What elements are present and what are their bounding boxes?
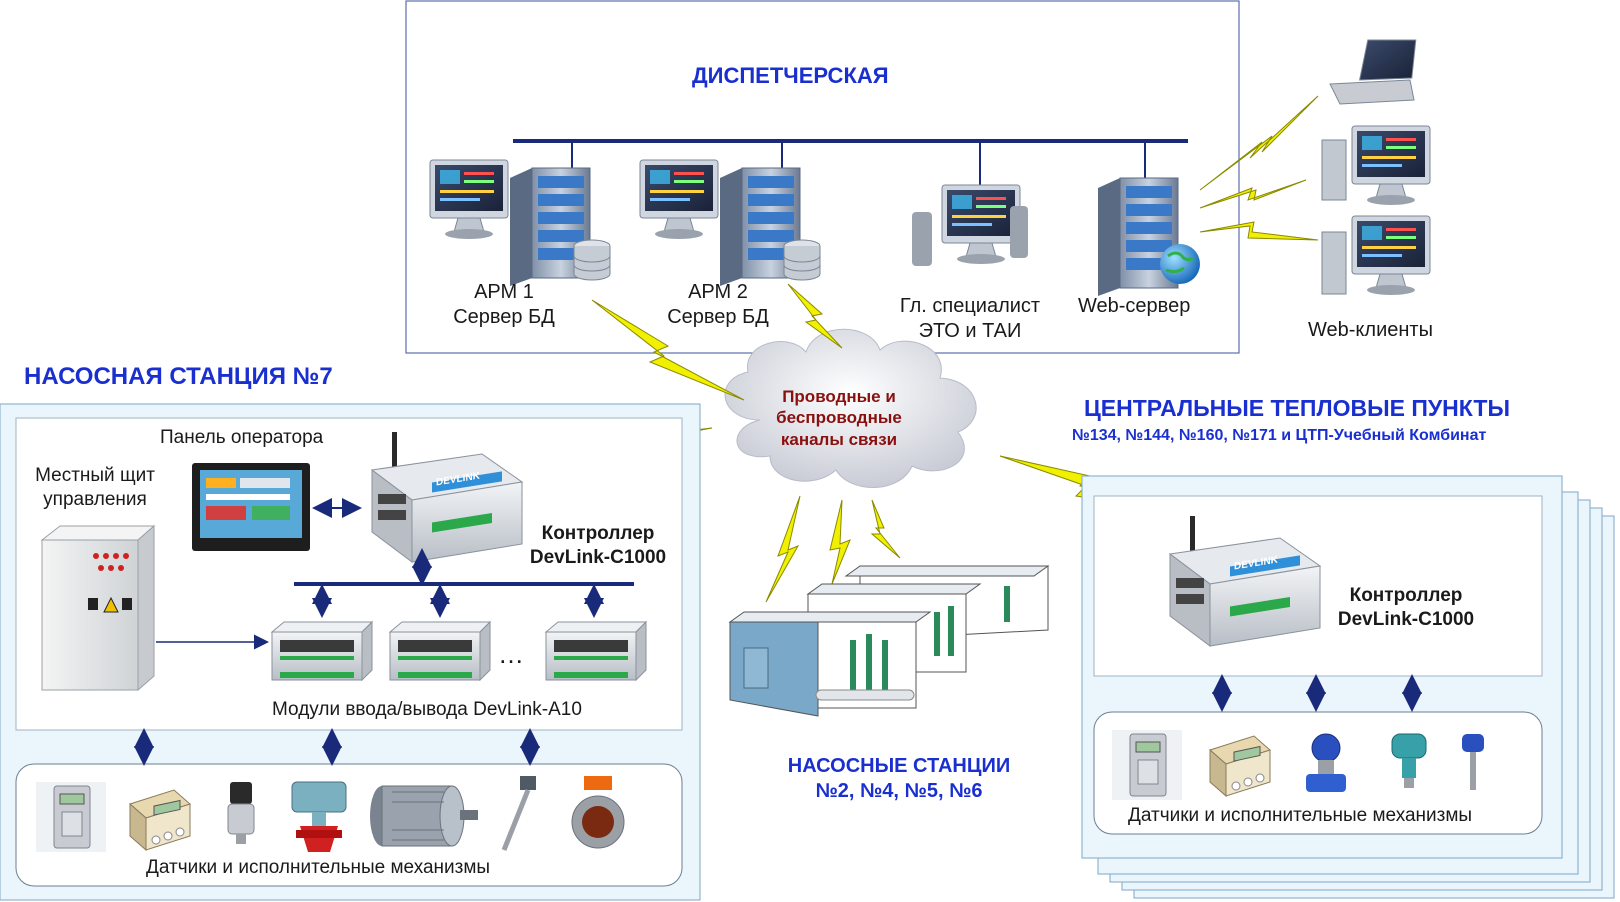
specialist-label-line2: ЭТО и ТАИ (918, 320, 1022, 342)
web-clients-label: Web-клиенты (1308, 319, 1433, 341)
energy-meter-icon (35, 781, 107, 853)
station7-controller-line1: Контроллер (541, 523, 655, 544)
cloud-label-line1: Проводные и (782, 387, 896, 406)
lightning-web-clients (1199, 95, 1319, 241)
electric-motor-icon (370, 785, 478, 847)
web-client-monitor-icon-1 (1321, 125, 1431, 206)
lightning-arm1 (591, 299, 745, 401)
lightning-pump-2 (829, 499, 851, 585)
web-client-monitor-icon-2 (1321, 215, 1431, 296)
arm1-label: АРМ 1 Сервер БД (438, 280, 570, 330)
control-cabinet-icon (40, 524, 156, 692)
web-server-icon (1097, 177, 1200, 297)
operator-panel-label: Панель оператора (160, 427, 324, 448)
station7-controller-label: Контроллер DevLink-C1000 (518, 522, 678, 570)
station7-sensors-panel (15, 763, 683, 887)
specialist-label: Гл. специалист ЭТО и ТАИ (878, 294, 1062, 344)
lightning-arm2 (787, 283, 843, 349)
pump-stations-line2: №2, №4, №5, №6 (815, 780, 983, 802)
io-module-icon-1 (271, 621, 373, 681)
ctp-controller-line1: Контроллер (1349, 585, 1463, 606)
ctp-temperature-sensor-icon (1462, 734, 1484, 790)
local-panel-label: Местный щит управления (20, 464, 170, 512)
lightning-pump-1 (765, 495, 801, 603)
local-panel-label-line2: управления (43, 488, 147, 510)
pressure-sensor-icon (227, 782, 255, 844)
pump-stations-icon (728, 565, 1050, 717)
specialist-workstation-icon (912, 184, 1028, 266)
dispatch-title: ДИСПЕТЧЕРСКАЯ (692, 63, 889, 88)
station7-title: НАСОСНАЯ СТАНЦИЯ №7 (24, 363, 333, 390)
io-modules-ellipsis: … (498, 639, 524, 669)
ctp-flow-meter-icon (1306, 733, 1346, 792)
ctp-controller-label: Контроллер DevLink-C1000 (1326, 584, 1486, 632)
ctp-energy-meter-icon (1111, 729, 1183, 801)
station7-controller-line2: DevLink-C1000 (529, 546, 667, 568)
cloud-label: Проводные и беспроводные каналы связи (752, 386, 926, 450)
io-module-icon-2 (389, 621, 491, 681)
pump-stations-line1: НАСОСНЫЕ СТАНЦИИ (787, 755, 1011, 777)
ctp-title: ЦЕНТРАЛЬНЫЕ ТЕПЛОВЫЕ ПУНКТЫ (1084, 395, 1510, 421)
ctp-controller-line2: DevLink-C1000 (1337, 608, 1475, 630)
cloud-label-line2: беспроводные (776, 408, 902, 428)
valve-actuator-icon (291, 781, 347, 852)
ctp-sensors-label: Датчики и исполнительные механизмы (1128, 805, 1473, 826)
arm2-label-line2: Сервер БД (667, 306, 769, 328)
ctp-subtitle: №134, №144, №160, №171 и ЦТП-Учебный Ком… (1072, 427, 1487, 444)
communication-cloud-icon (724, 328, 977, 488)
arm2-label-line1: АРМ 2 (688, 281, 748, 303)
station7-sensors-label: Датчики и исполнительные механизмы (146, 857, 491, 878)
arm2-label: АРМ 2 Сервер БД (652, 280, 784, 330)
temperature-probe-icon (501, 776, 536, 851)
arm1-label-line1: АРМ 1 (474, 281, 534, 303)
ctp-pressure-transmitter-icon (1391, 733, 1427, 788)
operator-panel-icon (192, 463, 310, 551)
laptop-client-icon (1329, 39, 1417, 105)
web-server-label: Web-сервер (1078, 295, 1191, 317)
pump-stations-label: НАСОСНЫЕ СТАНЦИИ №2, №4, №5, №6 (734, 754, 1064, 804)
io-modules-label: Модули ввода/вывода DevLink-A10 (272, 699, 582, 720)
local-panel-label-line1: Местный щит (35, 465, 155, 486)
specialist-label-line1: Гл. специалист (899, 295, 1041, 317)
arm1-label-line2: Сервер БД (453, 306, 555, 328)
cloud-label-line3: каналы связи (780, 429, 898, 449)
lightning-pump-3 (870, 499, 901, 559)
io-module-icon-3 (545, 621, 647, 681)
butterfly-valve-icon (571, 776, 625, 849)
